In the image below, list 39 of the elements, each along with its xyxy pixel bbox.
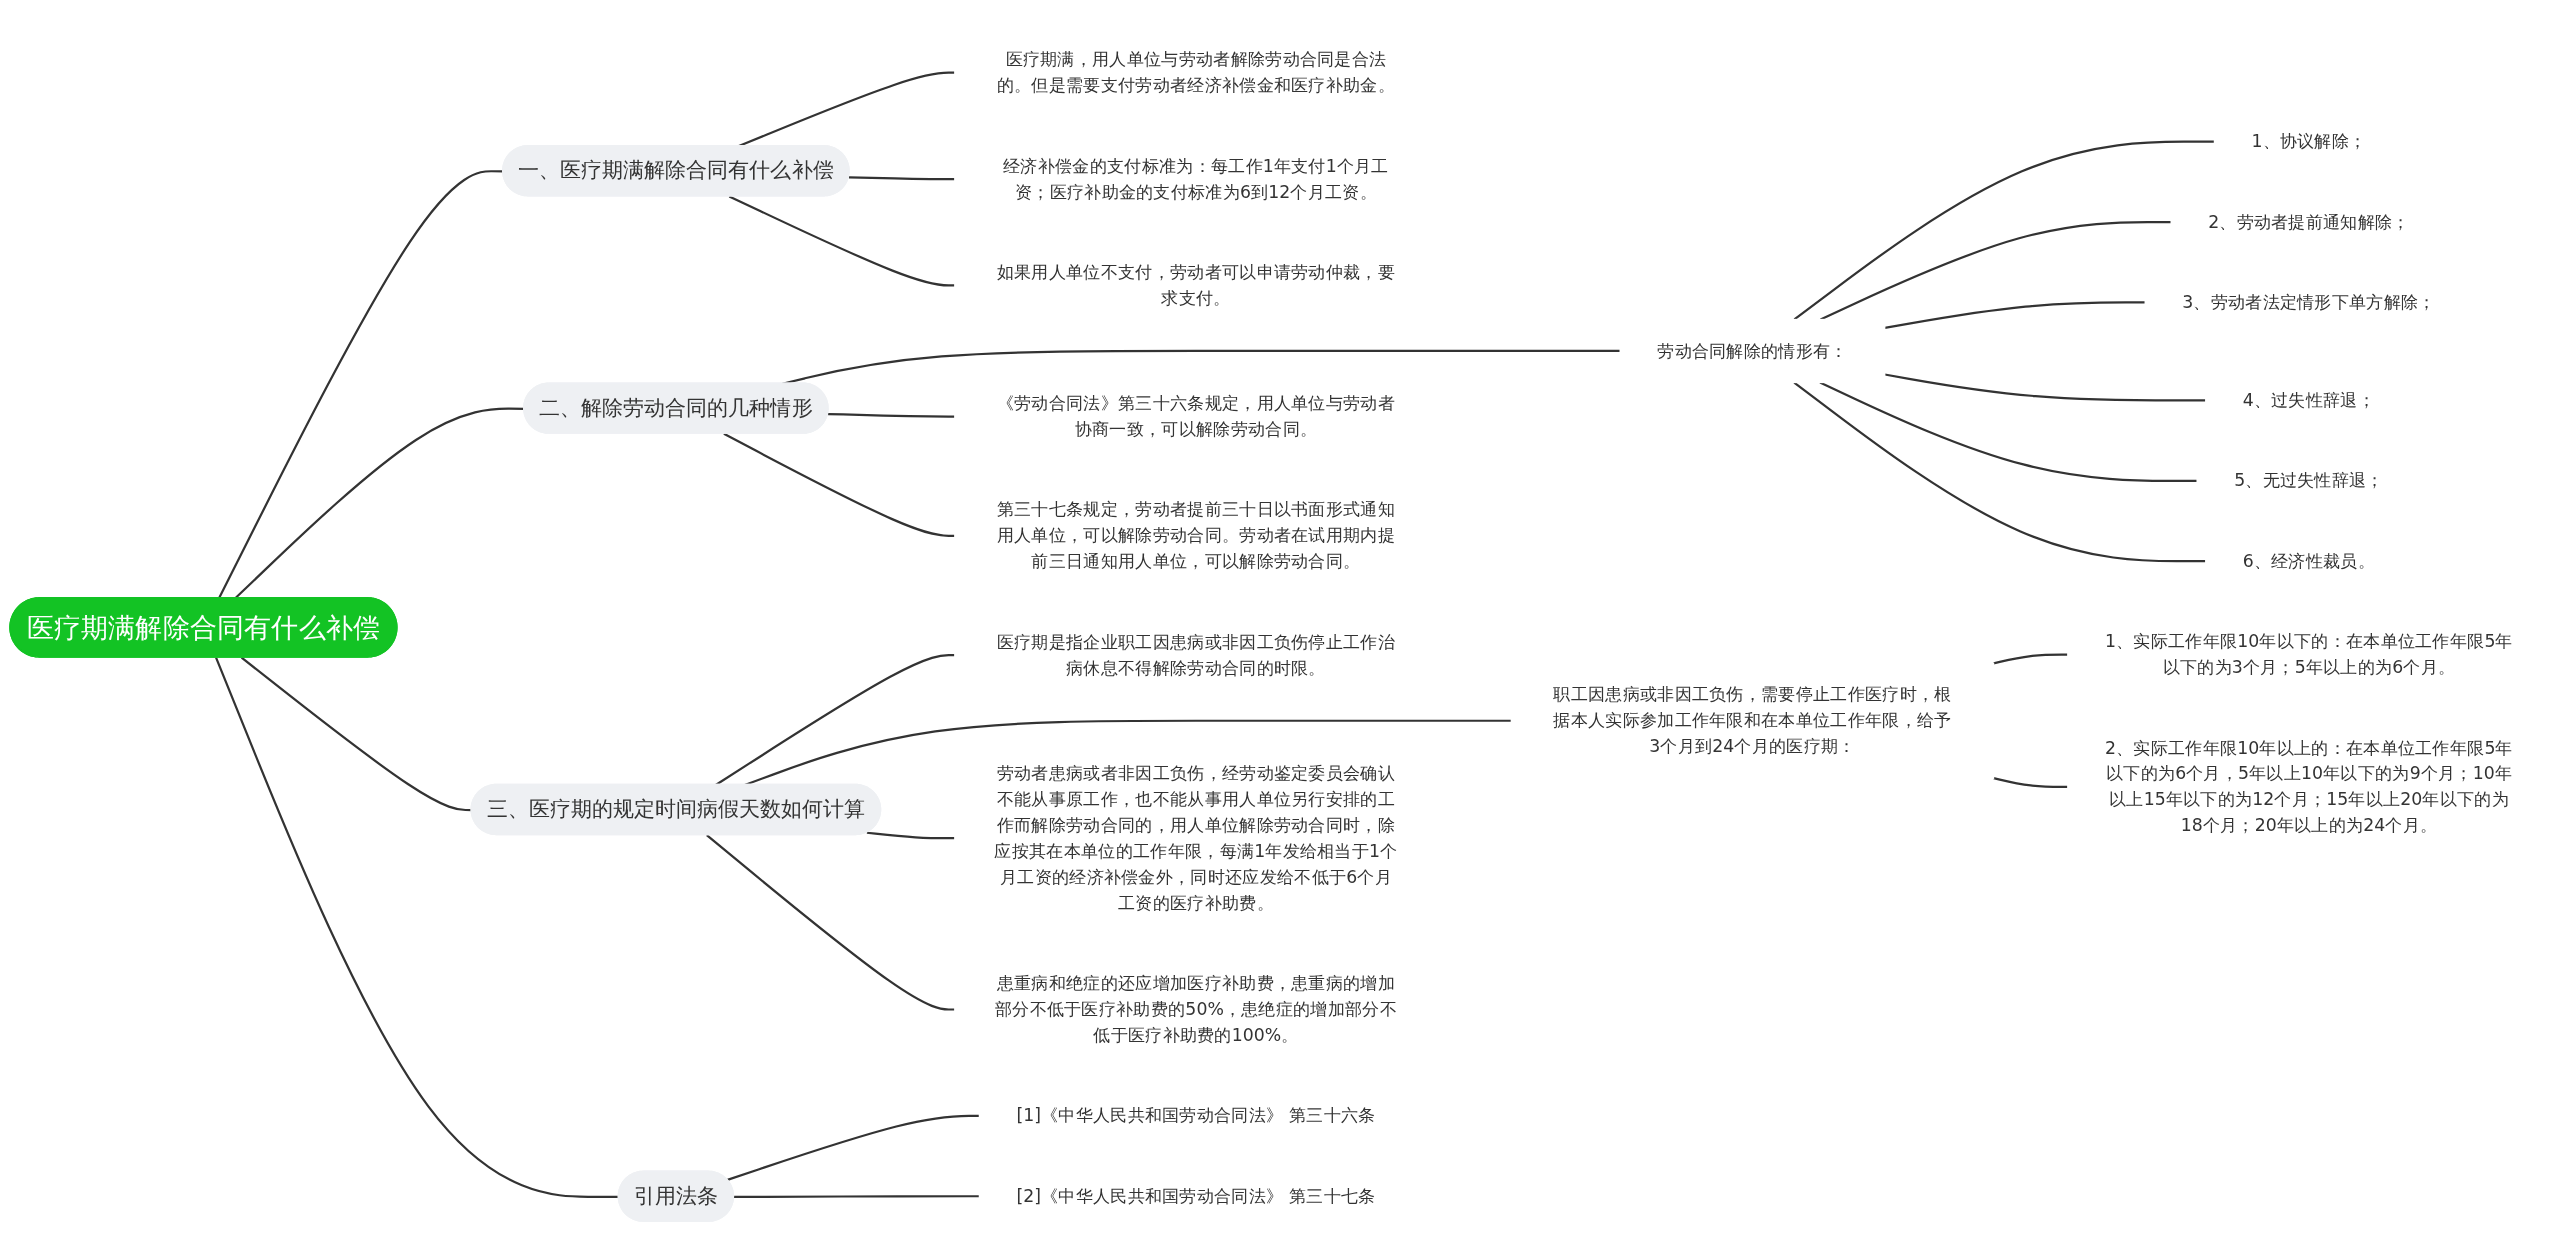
connector [1993,653,2068,665]
connector [1819,381,2198,482]
node-text: 1、协议解除； [2251,131,2367,151]
node-text: 劳动合同解除的情形有： [1657,340,1848,361]
connector [734,1195,980,1198]
node-text: 第三十七条规定，劳动者提前三十日以书面形式通知用人单位，可以解除劳动合同。劳动者在试用期内提前三日通知用人单位，可以解除劳动合同。 [996,499,1396,572]
node-text: [1]《中华人民共和国劳动合同法》 第三十六条 [1016,1105,1376,1126]
connector [728,195,955,287]
node-text: 1、实际工作年限10年以下的：在本单位工作年限5年以下的为3个月；5年以上的为6个月。 [2105,631,2513,677]
node-text: 2、实际工作年限10年以上的：在本单位工作年限5年以下的为6个月，5年以上10年以下的为9个月；10年以上15年以下的为12个月；15年以上20年以下的为18个月；20年以上的为24个月。 [2105,737,2513,836]
connector [1820,220,2172,321]
node-text: 2、劳动者提前通知解除； [2208,211,2410,232]
node-text: [2]《中华人民共和国劳动合同法》 第三十七条 [1016,1185,1376,1206]
connector [727,1114,980,1181]
connector [1884,373,2206,402]
node-text: 患重病和绝症的还应增加医疗补助费，患重病的增加部分不低于医疗补助费的50%，患绝症的增加部分不低于医疗补助费的100%。 [994,973,1397,1045]
node-text: 医疗期是指企业职工因患病或非因工负伤停止工作治病休息不得解除劳动合同的时限。 [996,631,1396,678]
node-text: 劳动者患病或者非因工负伤，经劳动鉴定委员会确认不能从事原工作，也不能从事用人单位另行安排的工作而解除劳动合同的，用人单位解除劳动合同时，除应按其在本单位的工作年限，每满1年发给相当于1个月工资的经济补偿金外，同时还应发给不低于6个月工资的医疗补助费。 [994,762,1398,913]
connector [215,657,619,1198]
node-text: 《劳动合同法》第三十六条规定，用人单位与劳动者协商一致，可以解除劳动合同。 [996,393,1396,439]
connector [715,654,955,786]
node-text: 6、经济性裁员。 [2242,550,2376,571]
node-text: 3、劳动者法定情形下单方解除； [2182,291,2436,312]
connector [1793,381,2206,563]
connector [1793,140,2215,321]
node-text: 医疗期满，用人单位与劳动者解除劳动合同是合法的。但是需要支付劳动者经济补偿金和医疗补助金。 [996,49,1396,95]
connector [706,834,955,1011]
node-text: 经济补偿金的支付标准为：每工作1年支付1个月工资；医疗补助金的支付标准为6到12个月工资。 [1003,155,1389,202]
connector [828,412,955,418]
node-text: 职工因患病或非因工负伤，需要停止工作医疗时，根据本人实际参加工作年限和在本单位工作年限，给予3个月到24个月的医疗期： [1553,684,1952,756]
node-text: 5、无过失性辞退； [2234,470,2384,491]
connector [866,831,955,840]
connector [240,656,472,812]
connector [1884,301,2146,329]
connector [1993,777,2068,789]
node-text: 4、过失性辞退； [2242,389,2376,410]
connector [723,432,955,537]
connector [848,176,955,181]
node-text: 如果用人单位不支付，劳动者可以申请劳动仲裁，要求支付。 [996,261,1396,308]
